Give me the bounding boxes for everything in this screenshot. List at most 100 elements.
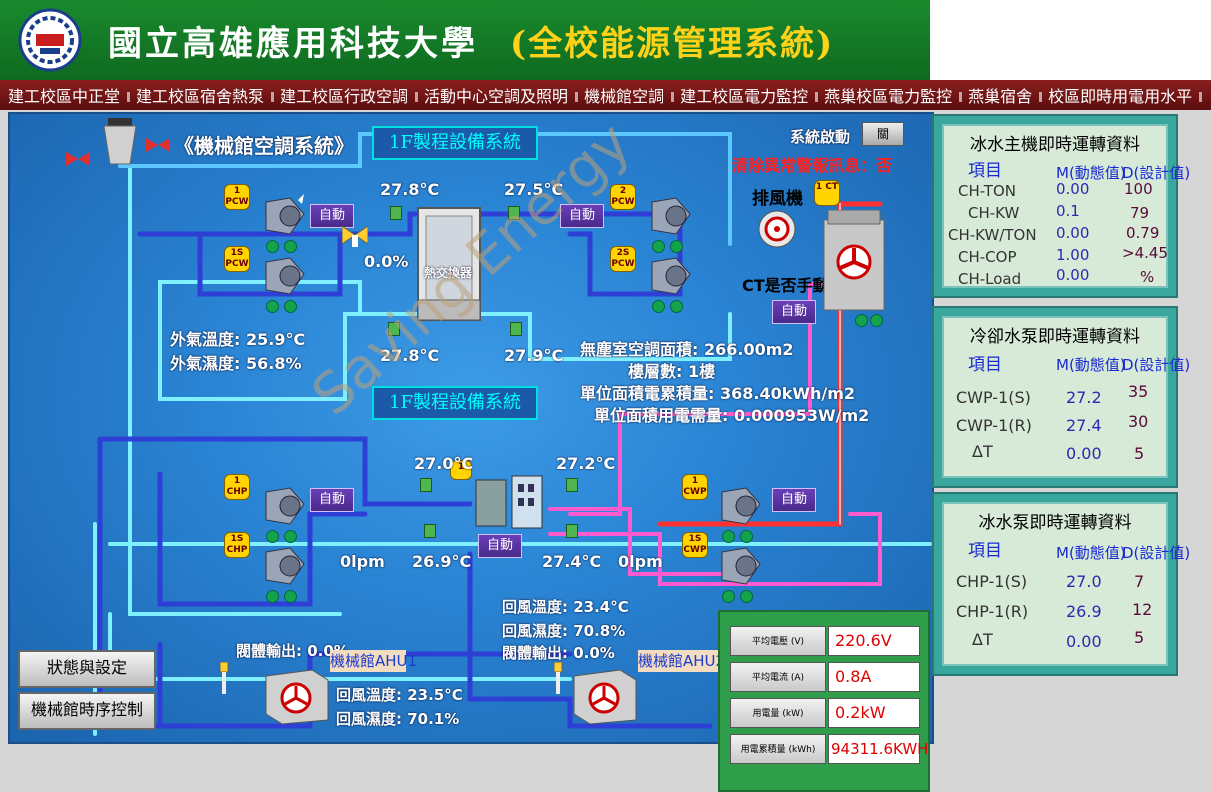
pump-icon[interactable]	[716, 484, 766, 528]
row-d-value: 35	[1128, 382, 1149, 401]
col-header-item: 項目	[968, 355, 1002, 375]
meter-row-current: 平均電流 (A) 0.8A	[730, 662, 920, 692]
cwp1-auto-button[interactable]: 自動	[772, 488, 816, 512]
chiller-tag: 1	[450, 460, 472, 480]
power-per-area: 單位面積用電需量: 0.000953W/m2	[594, 406, 870, 425]
ahu1-unit-icon[interactable]	[262, 666, 332, 726]
nav-item-yanchao-dorm[interactable]: 燕巢宿舍	[960, 83, 1043, 107]
status-dot	[284, 240, 297, 253]
status-dot	[670, 300, 683, 313]
nav-item-yanchao-power[interactable]: 燕巢校區電力監控	[816, 83, 963, 107]
chp1s-tag: 1S CHP	[224, 532, 250, 558]
page-title: 國立高雄應用科技大學	[108, 24, 478, 64]
pump-icon[interactable]	[716, 544, 766, 588]
pump-icon[interactable]	[646, 194, 696, 238]
ahu2-valve-icon	[553, 662, 563, 694]
flow-cw: 0lpm	[618, 552, 663, 571]
row-m-value: 27.0	[1066, 572, 1102, 591]
status-dot	[652, 240, 665, 253]
ahu1-name-tag[interactable]: 機械館AHU1	[330, 650, 418, 672]
row-m-value: 27.2	[1066, 388, 1102, 407]
system-start-label: 系統啟動	[790, 128, 851, 146]
system-title: 《機械館空調系統》	[174, 134, 354, 158]
meter-value: 220.6V	[828, 626, 920, 656]
three-way-valve-icon[interactable]	[342, 222, 368, 248]
chp1-auto-button[interactable]: 自動	[310, 488, 354, 512]
outdoor-temperature: 外氣溫度: 25.9°C	[170, 330, 306, 349]
ahu2-name-tag[interactable]: 機械館AHU2	[638, 650, 726, 672]
temp-hx-out-top: 27.5°C	[504, 180, 564, 199]
ahu2-return-humidity: 回風濕度: 70.8%	[502, 622, 626, 640]
nav-item-admin-ac[interactable]: 建工校區行政空調	[272, 83, 419, 107]
chiller-auto-button[interactable]: 自動	[478, 534, 522, 558]
process-system-box-top[interactable]: 1F製程設備系統	[372, 126, 538, 160]
meter-label: 平均電流 (A)	[730, 662, 826, 692]
row-name: CWP-1(S)	[956, 388, 1031, 407]
row-m-value: 27.4	[1066, 416, 1102, 435]
ct-tag: 1 CT	[814, 180, 840, 206]
system-start-switch[interactable]: 關	[862, 122, 904, 146]
row-name: CH-KW/TON	[948, 226, 1037, 244]
pump-icon[interactable]	[646, 254, 696, 298]
heat-exchanger-label: 熱交換器	[424, 266, 473, 280]
cwp-panel-title: 冷卻水泵即時運轉資料	[970, 327, 1140, 347]
exhaust-fan-icon[interactable]	[758, 210, 796, 248]
meter-label: 用電累積量 (kWh)	[730, 734, 826, 764]
nav-item-activity-center[interactable]: 活動中心空調及照明	[416, 83, 579, 107]
chiller-icon	[475, 475, 543, 529]
pump-icon[interactable]	[260, 254, 310, 298]
temp-sensor-icon	[420, 478, 432, 492]
nav-item-zhongzheng-hall[interactable]: 建工校區中正堂	[0, 83, 131, 107]
pcw2-auto-button[interactable]: 自動	[560, 204, 604, 228]
pcw2-tag: 2 PCW	[610, 184, 636, 210]
header-bar: 國立高雄應用科技大學 (全校能源管理系統)	[0, 0, 930, 80]
pcw2s-tag: 2S PCW	[610, 246, 636, 272]
pump-icon[interactable]	[260, 544, 310, 588]
pump-icon[interactable]	[260, 484, 310, 528]
row-name: CH-COP	[958, 248, 1017, 266]
pump-icon[interactable]	[260, 194, 310, 238]
row-d-value: 5	[1134, 444, 1145, 463]
row-d-value: 12	[1132, 600, 1153, 619]
nav-item-realtime-usage[interactable]: 校區即時用電用水平	[1040, 83, 1203, 107]
ct-auto-button[interactable]: 自動	[772, 300, 816, 324]
cwp-panel-body: 冷卻水泵即時運轉資料 項目 M(動態值) D(設計值) CWP-1(S) 27.…	[942, 316, 1190, 478]
temp-sensor-icon	[566, 524, 578, 538]
temp-cw-return: 27.4°C	[542, 552, 602, 571]
chp-panel-body: 冰水泵即時運轉資料 項目 M(動態值) D(設計值) CHP-1(S) 27.0…	[942, 502, 1190, 666]
status-settings-button[interactable]: 狀態與設定	[18, 650, 156, 688]
ahu1-return-temperature: 回風溫度: 23.5°C	[336, 686, 463, 704]
status-dot	[284, 590, 297, 603]
pcw1-auto-button[interactable]: 自動	[310, 204, 354, 228]
cleanroom-area: 無塵室空調面積: 266.00m2	[580, 340, 794, 359]
schedule-control-button[interactable]: 機械館時序控制	[18, 692, 156, 730]
nav-item-mechanical-building-ac[interactable]: 機械館空調	[576, 83, 675, 107]
alarm-clear-status[interactable]: 清除異常警報訊息：否	[732, 156, 893, 175]
nav-item-jiangong-power[interactable]: 建工校區電力監控	[672, 83, 819, 107]
ahu2-unit-icon[interactable]	[570, 666, 640, 726]
status-dot	[722, 530, 735, 543]
process-system-box-mid[interactable]: 1F製程設備系統	[372, 386, 538, 420]
meter-label: 平均電壓 (V)	[730, 626, 826, 656]
flow-chw: 0lpm	[340, 552, 385, 571]
cwp1s-tag: 1S CWP	[682, 532, 708, 558]
col-header-d: D(設計值)	[1122, 544, 1191, 562]
row-m-value: 0.1	[1056, 202, 1080, 220]
row-m-value: 26.9	[1066, 602, 1102, 621]
row-d-value: 5	[1134, 628, 1145, 647]
temp-sensor-icon	[510, 322, 522, 336]
temp-sensor-icon	[390, 206, 402, 220]
temp-sensor-icon	[424, 524, 436, 538]
row-m-value: 0.00	[1066, 632, 1102, 651]
temp-chiller-out: 27.2°C	[556, 454, 616, 473]
hvac-diagram-panel: 《機械館空調系統》 1F製程設備系統 1F製程設備系統 系統啟動 關 清除異常警…	[8, 112, 934, 744]
valve-opening: 0.0%	[364, 252, 409, 271]
valve-icon	[66, 152, 90, 166]
nav-item-dorm-heat-pump[interactable]: 建工校區宿舍熱泵	[128, 83, 275, 107]
meter-row-power: 用電量 (kW) 0.2kW	[730, 698, 920, 728]
col-header-m: M(動態值)	[1056, 544, 1126, 562]
heat-exchanger-icon	[417, 207, 481, 321]
temp-hx-in-top: 27.8°C	[380, 180, 440, 199]
meter-value: 94311.6KWH	[828, 734, 928, 764]
chp1-tag: 1 CHP	[224, 474, 250, 500]
